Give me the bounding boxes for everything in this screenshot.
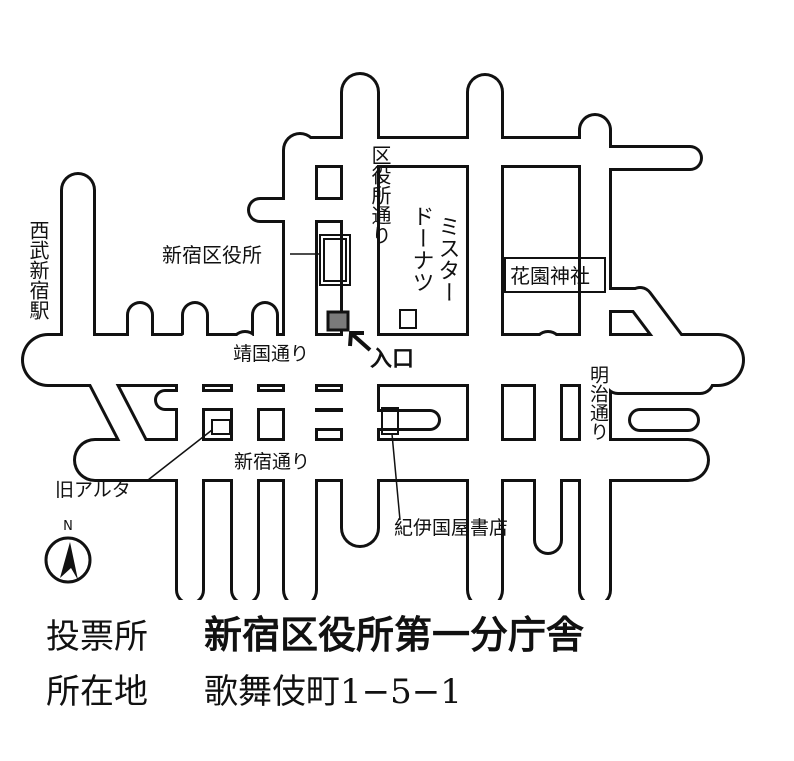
polling-place-row: 投票所 新宿区役所第一分庁舎 xyxy=(46,604,584,659)
address-value: 歌舞伎町1−5−1 xyxy=(204,672,462,712)
mister-donut-label-2: ドーナツ xyxy=(409,205,434,293)
old-alta-building xyxy=(211,419,231,435)
polling-place-key: 投票所 xyxy=(46,617,148,657)
ward-office-street-label: 区役所通り xyxy=(368,145,392,245)
entrance-label: 入口 xyxy=(370,347,414,372)
hanazono-shrine-label: 花園神社 xyxy=(510,264,590,288)
old-alta-label: 旧アルタ xyxy=(55,479,131,501)
address-row: 所在地 歌舞伎町1−5−1 xyxy=(46,664,462,713)
mister-donut-building xyxy=(399,309,417,329)
kinokuniya-label: 紀伊国屋書店 xyxy=(394,517,508,539)
entrance-marker xyxy=(326,310,350,332)
north-label: N xyxy=(63,519,73,534)
ward-office-building xyxy=(319,234,351,286)
road-16 xyxy=(84,357,151,466)
meiji-street-label: 明治通り xyxy=(587,365,609,441)
yasukuni-street-label: 靖国通り xyxy=(233,343,309,365)
polling-place-value: 新宿区役所第一分庁舎 xyxy=(204,613,585,657)
road-15 xyxy=(629,289,711,391)
road-fills xyxy=(24,75,742,600)
leader-lines xyxy=(147,253,401,521)
buildings xyxy=(211,234,606,435)
north-arrow: N xyxy=(44,519,92,584)
kinokuniya-building xyxy=(381,407,399,435)
hanazono-shrine-building xyxy=(504,257,606,293)
ward-office-label: 新宿区役所 xyxy=(162,243,262,267)
seibu-station-label: 西武新宿駅 xyxy=(26,220,50,321)
entrance-arrow xyxy=(348,331,372,352)
shinjuku-street-label: 新宿通り xyxy=(234,451,310,473)
mister-donut-label-1: ミスター xyxy=(435,215,460,303)
address-key: 所在地 xyxy=(46,672,148,712)
